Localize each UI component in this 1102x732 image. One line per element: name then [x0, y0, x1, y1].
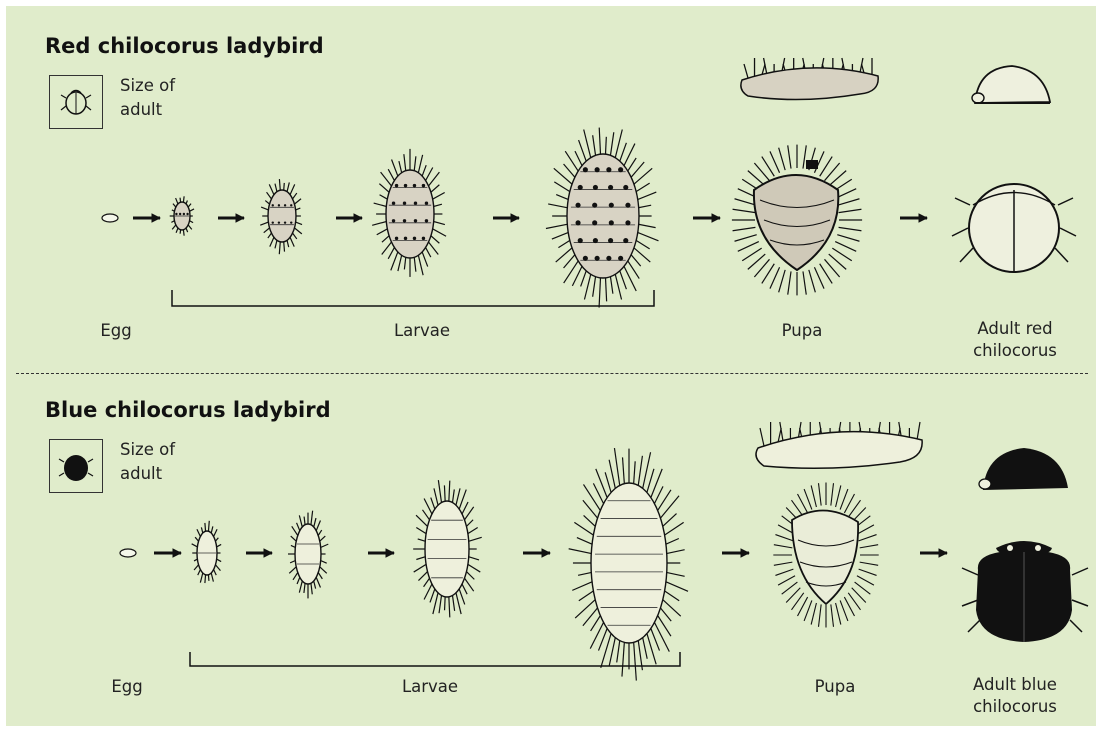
- red-adult-top-icon: [952, 184, 1076, 272]
- blue-larvae-bracket: [190, 652, 680, 666]
- larva-icon: [569, 448, 688, 680]
- larva-icon: [288, 511, 328, 599]
- blue-pupa-side-icon: [756, 422, 922, 468]
- blue-egg-label: Egg: [87, 676, 167, 698]
- blue-adult-label: Adult blue chilocorus: [950, 674, 1080, 718]
- red-pupa-icon: [732, 145, 862, 296]
- larva-icon: [546, 128, 659, 308]
- blue-larvae-label: Larvae: [370, 676, 490, 698]
- blue-larvae-icons: [192, 448, 688, 680]
- blue-pupa-icon: [773, 483, 878, 628]
- section-divider: [16, 373, 1088, 374]
- red-egg-label: Egg: [76, 320, 156, 342]
- blue-adult-top-icon: [962, 541, 1088, 642]
- larva-icon: [413, 480, 482, 617]
- red-larvae-bracket: [172, 290, 654, 306]
- larva-icon: [260, 179, 302, 254]
- red-larvae-label: Larvae: [362, 320, 482, 342]
- red-pupa-side-icon: [741, 58, 878, 100]
- blue-egg-icon: [120, 549, 136, 557]
- larva-icon: [170, 196, 194, 235]
- red-adult-label: Adult red chilocorus: [950, 318, 1080, 362]
- larva-icon: [372, 149, 446, 277]
- blue-adult-side-icon: [979, 448, 1068, 490]
- blue-pupa-label: Pupa: [795, 676, 875, 698]
- red-pupa-label: Pupa: [762, 320, 842, 342]
- red-adult-side-icon: [972, 66, 1050, 103]
- larva-icon: [192, 521, 222, 583]
- red-egg-icon: [102, 214, 118, 222]
